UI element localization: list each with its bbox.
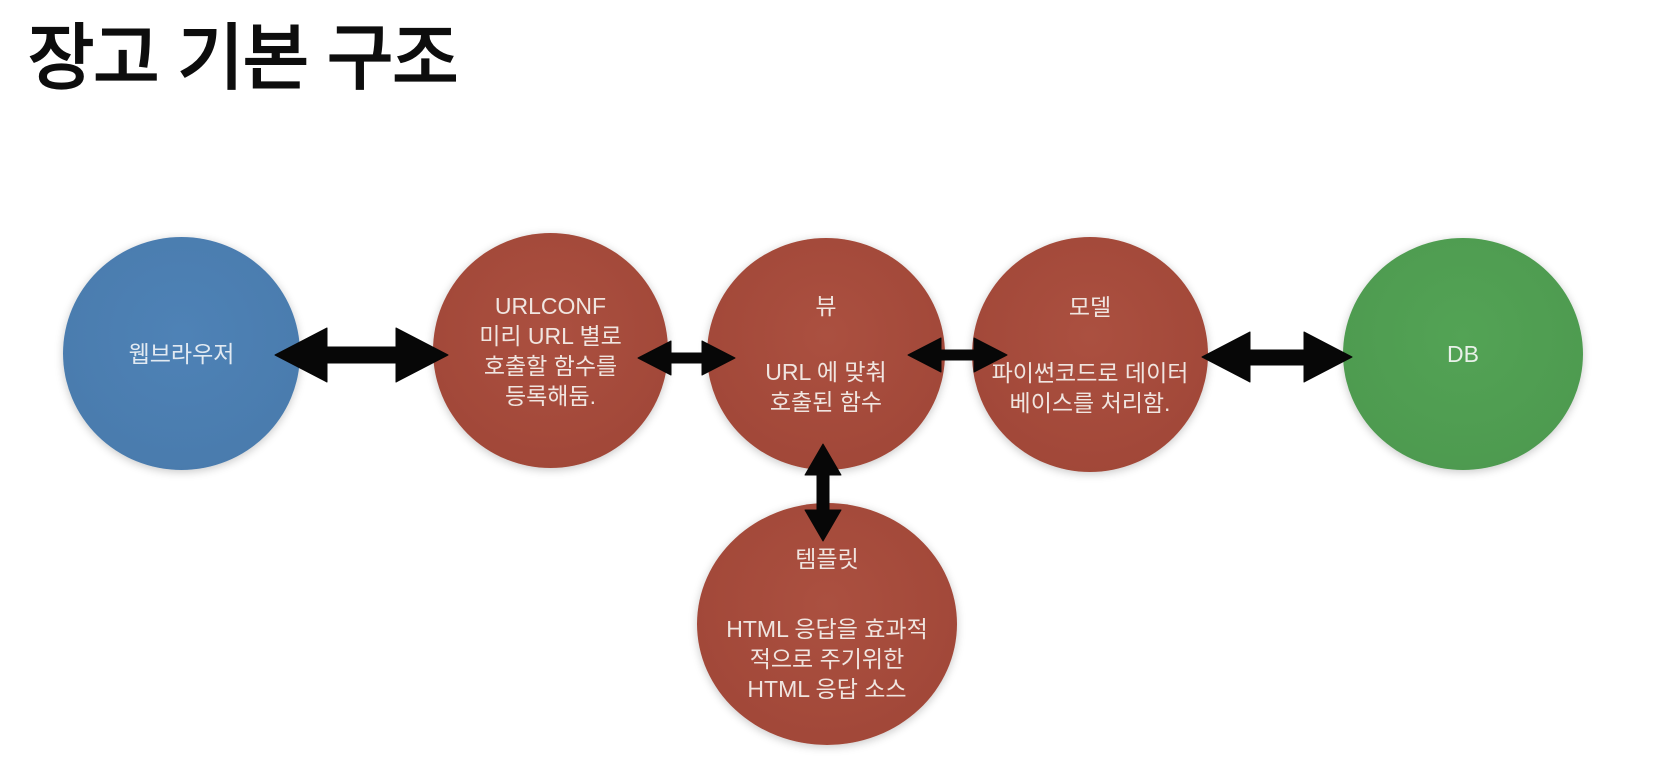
node-web-browser-label: 웹브라우저	[128, 340, 235, 367]
node-model-body: 파이썬코드로 데이터 베이스를 처리함.	[991, 359, 1189, 416]
node-template: 템플릿 HTML 응답을 효과적 적으로 주기위한 HTML 응답 소스	[697, 503, 957, 745]
node-db-label: DB	[1447, 341, 1479, 367]
node-urlconf: URLCONF 미리 URL 별로 호출할 함수를 등록해둠.	[433, 233, 668, 468]
node-template-body: HTML 응답을 효과적 적으로 주기위한 HTML 응답 소스	[726, 616, 928, 702]
node-model: 모델 파이썬코드로 데이터 베이스를 처리함.	[972, 237, 1208, 472]
node-urlconf-title: URLCONF	[494, 292, 607, 319]
arrow-browser-urlconf	[274, 327, 449, 383]
node-db: DB	[1343, 238, 1583, 470]
node-view-title: 뷰	[815, 293, 837, 319]
node-model-title: 모델	[1068, 293, 1112, 320]
node-view: 뷰 URL 에 맞춰 호출된 함수	[707, 238, 945, 470]
arrow-model-db	[1201, 331, 1353, 383]
node-web-browser: 웹브라우저	[63, 237, 300, 470]
node-urlconf-body: 미리 URL 별로 호출할 함수를 등록해둠.	[479, 322, 622, 409]
node-template-title: 템플릿	[795, 546, 859, 572]
slide-title: 장고 기본 구조	[28, 19, 458, 99]
node-view-body: URL 에 맞춰 호출된 함수	[765, 359, 887, 415]
